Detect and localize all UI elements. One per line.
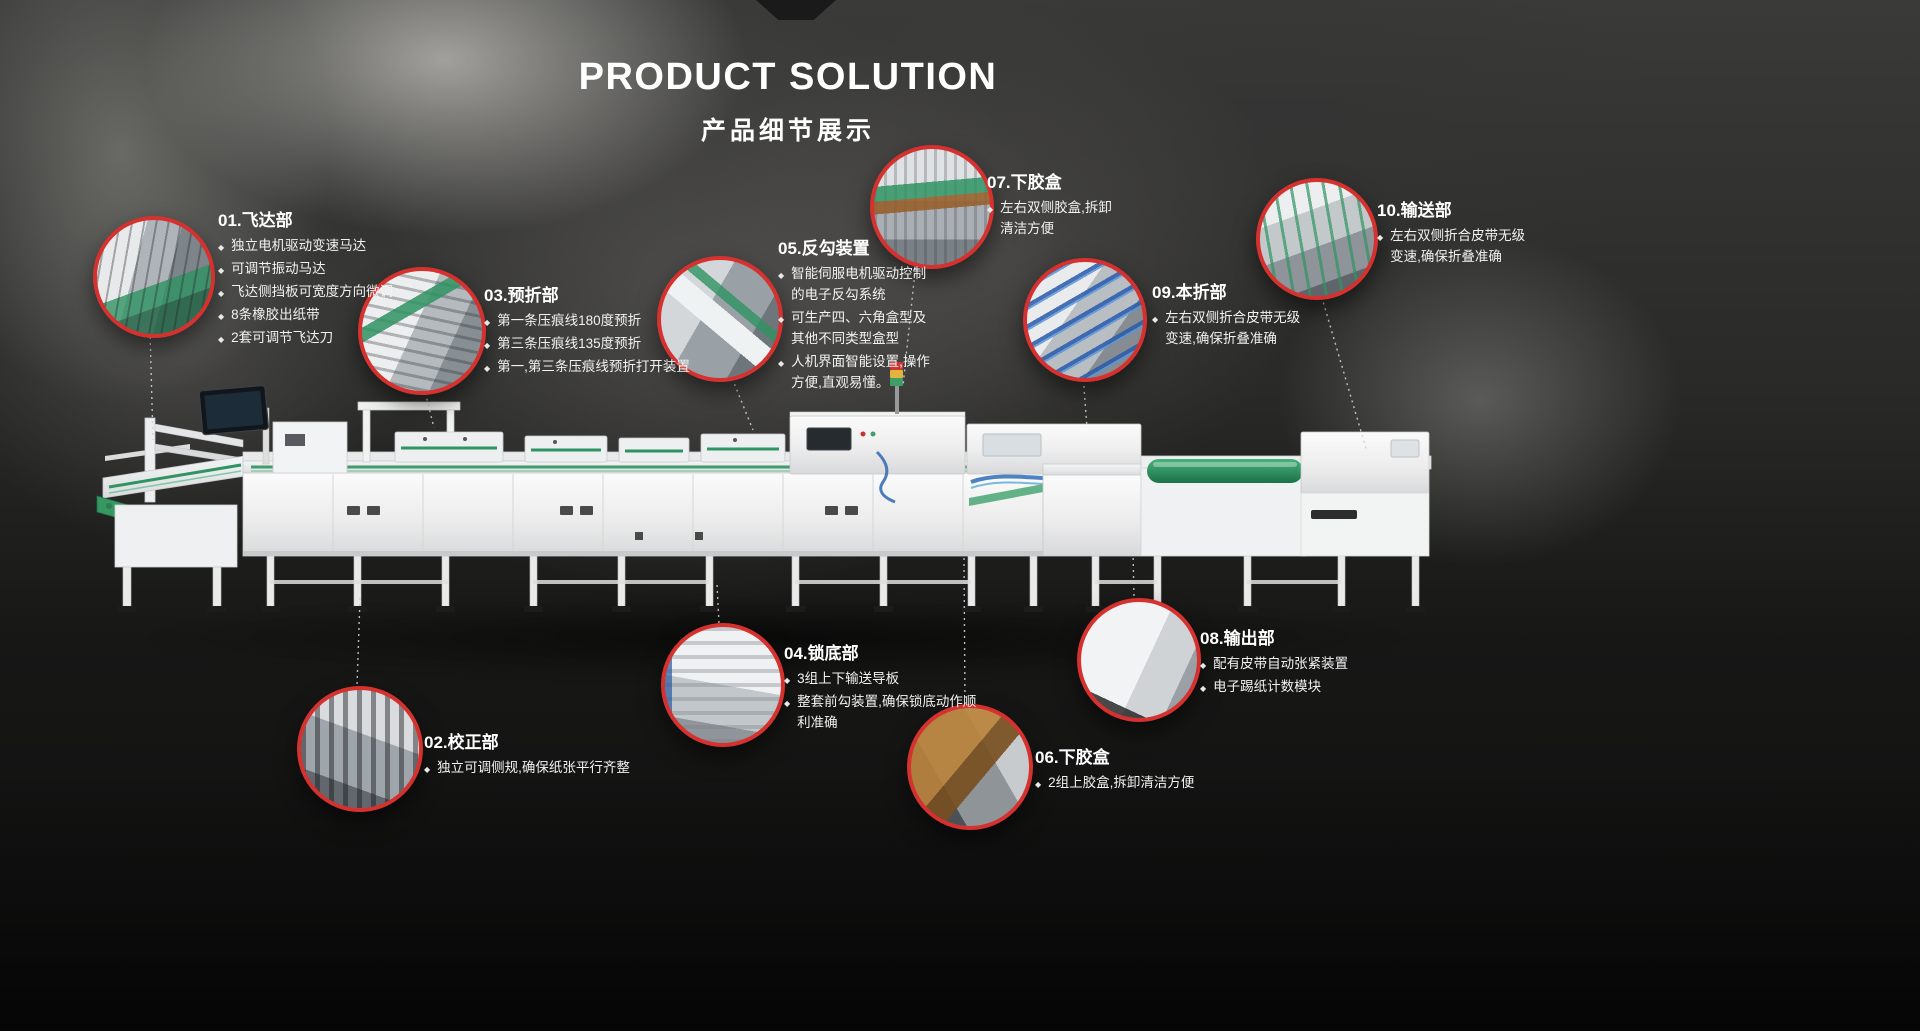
machine-section2 bbox=[966, 423, 1142, 557]
callout-photo-09 bbox=[1023, 258, 1147, 382]
diamond-bullet-icon: ◆ bbox=[218, 288, 225, 298]
callout-08-bullets: ◆配有皮带自动张紧装置 ◆电子踢纸计数模块 bbox=[1200, 654, 1400, 698]
diamond-bullet-icon: ◆ bbox=[1035, 780, 1042, 789]
callout-01-title: 01.飞达部 bbox=[218, 211, 293, 230]
machine-deck-units bbox=[357, 401, 786, 463]
callout-03: 03.预折部 ◆第一条压痕线180度预折 ◆第三条压痕线135度预折 ◆第一,第… bbox=[484, 281, 734, 380]
bullet-item: ◆8条橡胶出纸带 bbox=[218, 306, 320, 322]
page-subtitle: 产品细节展示 bbox=[700, 117, 875, 145]
callout-08: 08.输出部 ◆配有皮带自动张紧装置 ◆电子踢纸计数模块 bbox=[1200, 624, 1400, 700]
diamond-bullet-icon: ◆ bbox=[218, 265, 225, 275]
bullet-item: ◆左右双侧折合皮带无级变速,确保折叠准确 bbox=[1377, 228, 1526, 264]
bullet-item: ◆人机界面智能设置,操作方便,直观易懂。 bbox=[778, 353, 930, 390]
callout-02-title: 02.校正部 bbox=[424, 733, 499, 752]
callout-08-title: 08.输出部 bbox=[1200, 629, 1275, 648]
callout-photo-02 bbox=[297, 686, 423, 812]
callout-06: 06.下胶盒 ◆2组上胶盒,拆卸清洁方便 bbox=[1035, 743, 1265, 796]
callout-02: 02.校正部 ◆独立可调侧规,确保纸张平行齐整 bbox=[424, 728, 664, 781]
callout-photo-10 bbox=[1256, 178, 1378, 300]
diamond-bullet-icon: ◆ bbox=[1200, 661, 1207, 670]
bullet-item: ◆2套可调节飞达刀 bbox=[218, 329, 334, 345]
callout-photo-01 bbox=[93, 216, 215, 338]
diamond-bullet-icon: ◆ bbox=[484, 363, 491, 373]
callout-10-title: 10.输送部 bbox=[1377, 201, 1452, 220]
bullet-item: ◆配有皮带自动张紧装置 bbox=[1200, 656, 1349, 671]
callout-05-bullets: ◆智能伺服电机驱动控制的电子反勾系统 ◆可生产四、六角盒型及其他不同类型盒型 ◆… bbox=[778, 264, 936, 394]
bullet-item: ◆第三条压痕线135度预折 bbox=[484, 335, 642, 351]
diamond-bullet-icon: ◆ bbox=[218, 334, 225, 344]
callout-09-bullets: ◆左右双侧折合皮带无级变速,确保折叠准确 bbox=[1152, 308, 1307, 350]
callout-07-bullets: ◆左右双侧胶盒,拆卸清洁方便 bbox=[987, 198, 1122, 240]
callout-04-title: 04.锁底部 bbox=[784, 644, 859, 663]
callout-07: 07.下胶盒 ◆左右双侧胶盒,拆卸清洁方便 bbox=[987, 168, 1122, 242]
callout-03-title: 03.预折部 bbox=[484, 286, 559, 305]
callout-photo-03 bbox=[358, 267, 486, 395]
bullet-item: ◆可生产四、六角盒型及其他不同类型盒型 bbox=[778, 309, 927, 346]
diamond-bullet-icon: ◆ bbox=[1200, 683, 1207, 693]
callout-02-bullets: ◆独立可调侧规,确保纸张平行齐整 bbox=[424, 758, 664, 779]
callout-photo-05 bbox=[657, 256, 783, 382]
callout-06-bullets: ◆2组上胶盒,拆卸清洁方便 bbox=[1035, 773, 1265, 794]
bullet-item: ◆独立可调侧规,确保纸张平行齐整 bbox=[424, 760, 630, 775]
diamond-bullet-icon: ◆ bbox=[784, 676, 791, 685]
diamond-bullet-icon: ◆ bbox=[218, 243, 225, 252]
bullet-item: ◆智能伺服电机驱动控制的电子反勾系统 bbox=[778, 266, 927, 302]
callout-04-bullets: ◆3组上下输送导板 ◆整套前勾装置,确保锁底动作顺利准确 bbox=[784, 669, 979, 734]
callout-06-title: 06.下胶盒 bbox=[1035, 748, 1110, 767]
diamond-bullet-icon: ◆ bbox=[484, 340, 491, 350]
bullet-item: ◆独立电机驱动变速马达 bbox=[218, 238, 367, 253]
page-title: PRODUCT SOLUTION bbox=[578, 56, 998, 98]
bullet-item: ◆电子踢纸计数模块 bbox=[1200, 678, 1322, 694]
bullet-item: ◆左右双侧折合皮带无级变速,确保折叠准确 bbox=[1152, 310, 1301, 346]
bullet-item: ◆第一,第三条压痕线预折打开装置 bbox=[484, 358, 690, 374]
bullet-item: ◆左右双侧胶盒,拆卸清洁方便 bbox=[987, 200, 1112, 236]
diamond-bullet-icon: ◆ bbox=[1152, 315, 1159, 324]
diamond-bullet-icon: ◆ bbox=[987, 205, 994, 214]
bullet-item: ◆可调节振动马达 bbox=[218, 260, 326, 276]
callout-05-title: 05.反勾装置 bbox=[778, 239, 870, 258]
diamond-bullet-icon: ◆ bbox=[778, 314, 785, 324]
machine-illustration bbox=[96, 362, 1432, 612]
bullet-item: ◆飞达侧挡板可宽度方向微调 bbox=[218, 283, 394, 299]
diamond-bullet-icon: ◆ bbox=[484, 318, 491, 327]
callout-03-bullets: ◆第一条压痕线180度预折 ◆第三条压痕线135度预折 ◆第一,第三条压痕线预折… bbox=[484, 311, 734, 378]
callout-10: 10.输送部 ◆左右双侧折合皮带无级变速,确保折叠准确 bbox=[1377, 196, 1527, 270]
diamond-bullet-icon: ◆ bbox=[1377, 233, 1384, 242]
callout-10-bullets: ◆左右双侧折合皮带无级变速,确保折叠准确 bbox=[1377, 226, 1527, 268]
callout-photo-04 bbox=[661, 623, 785, 747]
machine-hood bbox=[789, 362, 966, 504]
diamond-bullet-icon: ◆ bbox=[784, 698, 791, 708]
callout-04: 04.锁底部 ◆3组上下输送导板 ◆整套前勾装置,确保锁底动作顺利准确 bbox=[784, 639, 979, 736]
machine-feeder bbox=[96, 417, 246, 612]
callout-photo-07 bbox=[870, 145, 994, 269]
diamond-bullet-icon: ◆ bbox=[218, 311, 225, 321]
bullet-item: ◆3组上下输送导板 bbox=[784, 671, 900, 686]
callout-01-bullets: ◆独立电机驱动变速马达 ◆可调节振动马达 ◆飞达侧挡板可宽度方向微调 ◆8条橡胶… bbox=[218, 236, 413, 349]
bullet-item: ◆整套前勾装置,确保锁底动作顺利准确 bbox=[784, 693, 977, 730]
bullet-item: ◆第一条压痕线180度预折 bbox=[484, 313, 642, 328]
decor-top-notch bbox=[756, 0, 836, 20]
machine-monitor bbox=[198, 384, 348, 474]
machine-press-unit bbox=[1140, 431, 1432, 557]
machine-image bbox=[95, 360, 1440, 670]
diamond-bullet-icon: ◆ bbox=[424, 765, 431, 774]
callout-photo-08 bbox=[1077, 598, 1201, 722]
callout-09-title: 09.本折部 bbox=[1152, 283, 1227, 302]
page-header: PRODUCT SOLUTION 产品细节展示 bbox=[579, 56, 998, 147]
callout-01: 01.飞达部 ◆独立电机驱动变速马达 ◆可调节振动马达 ◆飞达侧挡板可宽度方向微… bbox=[218, 206, 413, 351]
diamond-bullet-icon: ◆ bbox=[778, 358, 785, 368]
callout-05: 05.反勾装置 ◆智能伺服电机驱动控制的电子反勾系统 ◆可生产四、六角盒型及其他… bbox=[778, 234, 936, 396]
callout-09: 09.本折部 ◆左右双侧折合皮带无级变速,确保折叠准确 bbox=[1152, 278, 1307, 352]
bullet-item: ◆2组上胶盒,拆卸清洁方便 bbox=[1035, 775, 1195, 790]
callout-07-title: 07.下胶盒 bbox=[987, 173, 1062, 192]
diamond-bullet-icon: ◆ bbox=[778, 271, 785, 280]
